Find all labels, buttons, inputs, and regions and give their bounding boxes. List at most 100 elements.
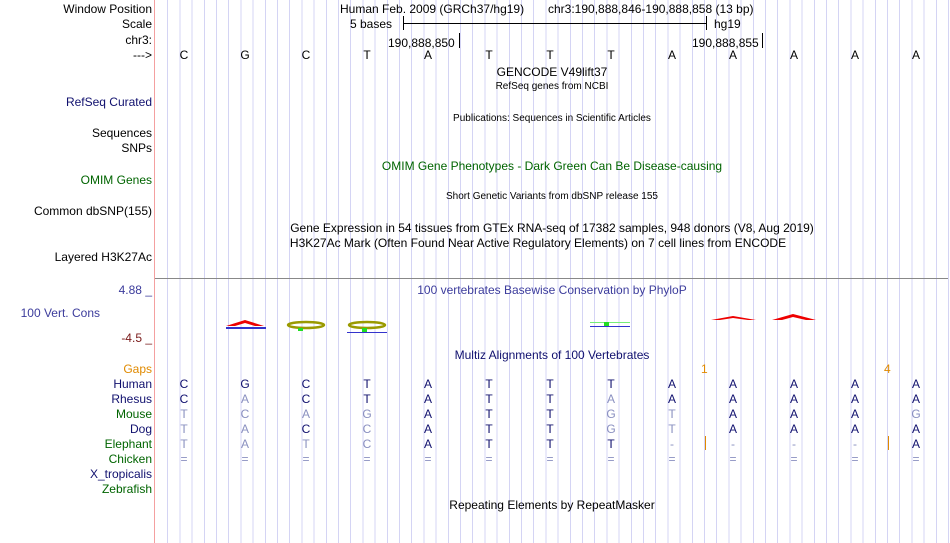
alignment-base: T: [180, 422, 188, 436]
dbsnp-title[interactable]: Short Genetic Variants from dbSNP releas…: [446, 191, 658, 202]
alignment-base: A: [850, 407, 860, 421]
tick-1: [459, 33, 460, 48]
label-h3k27ac[interactable]: Layered H3K27Ac: [54, 250, 152, 264]
tick-2: [762, 33, 763, 48]
label-omim[interactable]: OMIM Genes: [80, 173, 152, 187]
label-strand[interactable]: --->: [133, 48, 152, 62]
base-letter: T: [485, 48, 493, 62]
label-snps[interactable]: SNPs: [121, 141, 152, 155]
label-cons[interactable]: 100 Vert. Cons: [20, 306, 100, 320]
alignment-base: A: [667, 377, 677, 391]
alignment-base: C: [301, 422, 311, 436]
repeatmasker-title[interactable]: Repeating Elements by RepeatMasker: [449, 498, 655, 512]
alignment-base: A: [240, 392, 250, 406]
alignment-base: A: [667, 392, 677, 406]
label-gaps[interactable]: Gaps: [123, 362, 152, 376]
alignment-base: A: [301, 407, 311, 421]
alignment-base: T: [607, 377, 615, 391]
species-label[interactable]: Rhesus: [111, 392, 152, 406]
multiz-title[interactable]: Multiz Alignments of 100 Vertebrates: [454, 348, 650, 362]
alignment-base: A: [789, 422, 799, 436]
omim-title[interactable]: OMIM Gene Phenotypes - Dark Green Can Be…: [381, 159, 723, 173]
scale-bar-end: [706, 16, 707, 30]
alignment-base: A: [606, 392, 616, 406]
alignment-base: C: [362, 422, 372, 436]
alignment-base: -: [670, 437, 674, 451]
gap-count-2: 4: [884, 362, 891, 376]
logo-a-icon: [711, 316, 756, 320]
species-label[interactable]: Chicken: [108, 452, 152, 466]
alignment-base: T: [363, 392, 371, 406]
species-label[interactable]: Elephant: [104, 437, 152, 451]
alignment-base: T: [607, 437, 615, 451]
publications-title[interactable]: Publications: Sequences in Scientific Ar…: [453, 113, 651, 124]
label-chrom[interactable]: chr3:: [125, 33, 152, 47]
base-letter: A: [789, 48, 799, 62]
alignment-base: A: [789, 377, 799, 391]
alignment-base: C: [179, 377, 189, 391]
base-letter: A: [423, 48, 433, 62]
tick-label-1: 190,888,850: [388, 36, 455, 50]
gencode-title[interactable]: GENCODE V49lift37: [496, 65, 608, 79]
alignment-base: -: [731, 437, 735, 451]
label-dbsnp[interactable]: Common dbSNP(155): [33, 204, 152, 218]
alignment-base: A: [789, 407, 799, 421]
alignment-base: T: [668, 407, 676, 421]
scale-label: 5 bases: [350, 17, 393, 31]
tick-label-2: 190,888,855: [692, 36, 759, 50]
alignment-base: T: [546, 437, 554, 451]
alignment-base: C: [362, 437, 372, 451]
alignment-base: A: [240, 437, 250, 451]
base-letter: T: [363, 48, 371, 62]
alignment-base: =: [607, 452, 615, 466]
phylop-title[interactable]: 100 vertebrates Basewise Conservation by…: [417, 283, 687, 297]
alignment-base: A: [911, 422, 921, 436]
label-window-position[interactable]: Window Position: [63, 2, 152, 16]
alignment-base: T: [363, 377, 371, 391]
alignment-base: A: [911, 437, 921, 451]
alignment-base: =: [363, 452, 371, 466]
alignment-base: A: [423, 407, 433, 421]
base-letter: G: [240, 48, 250, 62]
gap-count-1: 1: [701, 362, 708, 376]
position-text: chr3:190,888,846-190,888,858 (13 bp): [548, 2, 754, 16]
assembly-title: Human Feb. 2009 (GRCh37/hg19): [340, 2, 525, 16]
alignment-base: T: [546, 422, 554, 436]
logo-a-icon: [772, 314, 816, 320]
alignment-base: A: [728, 377, 738, 391]
base-letter: C: [179, 48, 189, 62]
refseq-title[interactable]: RefSeq genes from NCBI: [495, 81, 609, 92]
cons-max: 4.88 _: [118, 283, 152, 297]
gap-marker: [888, 436, 889, 450]
base-letter: A: [667, 48, 677, 62]
species-label[interactable]: Human: [113, 377, 152, 391]
species-label[interactable]: Zebrafish: [101, 482, 152, 496]
species-label[interactable]: Mouse: [115, 407, 152, 421]
alignment-base: T: [485, 422, 493, 436]
alignment-base: T: [485, 377, 493, 391]
alignment-base: A: [240, 422, 250, 436]
species-label[interactable]: Dog: [129, 422, 152, 436]
alignment-base: A: [911, 377, 921, 391]
alignment-base: =: [546, 452, 554, 466]
label-scale[interactable]: Scale: [121, 17, 152, 31]
alignment-base: =: [302, 452, 310, 466]
label-refseq[interactable]: RefSeq Curated: [65, 95, 152, 109]
cons-min: -4.5 _: [121, 331, 152, 345]
species-label[interactable]: X_tropicalis: [89, 467, 152, 481]
logo-t-icon: [590, 322, 630, 327]
scale-bar: [403, 23, 707, 24]
alignment-base: T: [302, 437, 310, 451]
base-grid: [156, 0, 950, 543]
label-sequences[interactable]: Sequences: [91, 126, 152, 140]
alignment-base: A: [728, 407, 738, 421]
alignment-base: =: [912, 452, 920, 466]
alignment-base: -: [792, 437, 796, 451]
alignment-base: T: [546, 392, 554, 406]
h3k27ac-title[interactable]: H3K27Ac Mark (Often Found Near Active Re…: [289, 236, 787, 250]
alignment-base: =: [180, 452, 188, 466]
alignment-base: A: [728, 422, 738, 436]
alignment-base: =: [424, 452, 432, 466]
alignment-base: C: [179, 392, 189, 406]
gtex-title[interactable]: Gene Expression in 54 tissues from GTEx …: [290, 221, 814, 235]
